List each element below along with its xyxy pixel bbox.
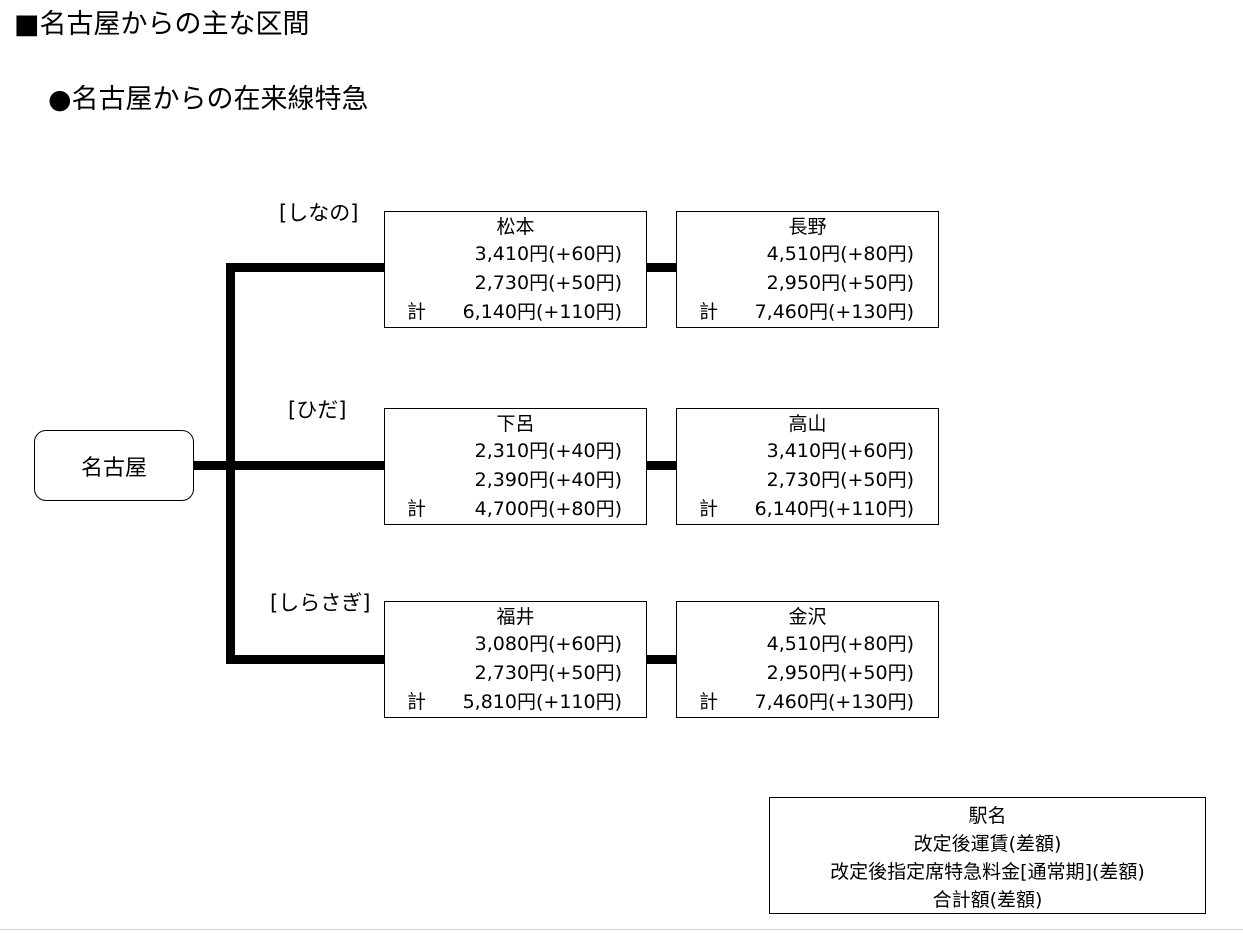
fare-value: 2,310円(+40円) [474, 440, 622, 462]
link-line-shirasagi [646, 655, 677, 664]
fare-value: 3,410円(+60円) [766, 440, 914, 462]
station-box-kanazawa: 金沢 4,510円(+80円) 2,950円(+50円) 計 7,460円(+13… [676, 601, 939, 718]
express-fee-value: 2,390円(+40円) [474, 469, 622, 491]
origin-station-label: 名古屋 [80, 455, 147, 481]
total-label: 計 [699, 301, 719, 323]
route-name-shinano: [しなの] [279, 201, 359, 225]
legend-box: 駅名 改定後運賃(差額) 改定後指定席特急料金[通常期](差額) 合計額(差額) [769, 797, 1206, 914]
total-label: 計 [407, 691, 427, 713]
station-box-fukui: 福井 3,080円(+60円) 2,730円(+50円) 計 5,810円(+11… [384, 601, 647, 718]
total-value: 7,460円(+130円) [754, 691, 914, 713]
page-title: ■名古屋からの主な区間 [14, 9, 310, 40]
legend-express-fee: 改定後指定席特急料金[通常期](差額) [830, 861, 1145, 883]
express-fee-value: 2,730円(+50円) [474, 662, 622, 684]
link-line-shinano [646, 263, 677, 272]
station-name: 高山 [788, 413, 827, 435]
legend-station-name: 駅名 [968, 805, 1007, 827]
fare-value: 3,080円(+60円) [474, 633, 622, 655]
total-value: 7,460円(+130円) [754, 301, 914, 323]
total-label: 計 [407, 498, 427, 520]
branch-line-shirasagi [226, 655, 385, 664]
total-label: 計 [699, 691, 719, 713]
fare-value: 3,410円(+60円) [474, 243, 622, 265]
total-value: 6,140円(+110円) [754, 498, 914, 520]
station-name: 下呂 [496, 413, 535, 435]
station-box-nagano: 長野 4,510円(+80円) 2,950円(+50円) 計 7,460円(+13… [676, 211, 939, 328]
total-label: 計 [699, 498, 719, 520]
total-value: 4,700円(+80円) [474, 498, 622, 520]
legend-total: 合計額(差額) [932, 889, 1043, 911]
station-box-gero: 下呂 2,310円(+40円) 2,390円(+40円) 計 4,700円(+80… [384, 408, 647, 525]
station-box-matsumoto: 松本 3,410円(+60円) 2,730円(+50円) 計 6,140円(+11… [384, 211, 647, 328]
legend-fare: 改定後運賃(差額) [913, 833, 1062, 855]
branch-line-shinano [226, 263, 385, 272]
total-label: 計 [407, 301, 427, 323]
station-name: 金沢 [788, 606, 827, 628]
total-value: 6,140円(+110円) [462, 301, 622, 323]
route-name-shirasagi: [しらさぎ] [270, 591, 371, 615]
bottom-divider [0, 929, 1243, 930]
express-fee-value: 2,730円(+50円) [474, 272, 622, 294]
route-name-hida: [ひだ] [288, 398, 347, 422]
fare-value: 4,510円(+80円) [766, 633, 914, 655]
link-line-hida [646, 461, 677, 470]
station-name: 松本 [496, 216, 535, 238]
station-name: 福井 [496, 606, 535, 628]
express-fee-value: 2,950円(+50円) [766, 272, 914, 294]
station-name: 長野 [788, 216, 827, 238]
origin-connector-line [193, 461, 385, 470]
total-value: 5,810円(+110円) [462, 691, 622, 713]
origin-station-box: 名古屋 [34, 430, 194, 501]
station-box-takayama: 高山 3,410円(+60円) 2,730円(+50円) 計 6,140円(+11… [676, 408, 939, 525]
express-fee-value: 2,730円(+50円) [766, 469, 914, 491]
express-fee-value: 2,950円(+50円) [766, 662, 914, 684]
section-subtitle: ●名古屋からの在来線特急 [48, 84, 369, 115]
fare-value: 4,510円(+80円) [766, 243, 914, 265]
